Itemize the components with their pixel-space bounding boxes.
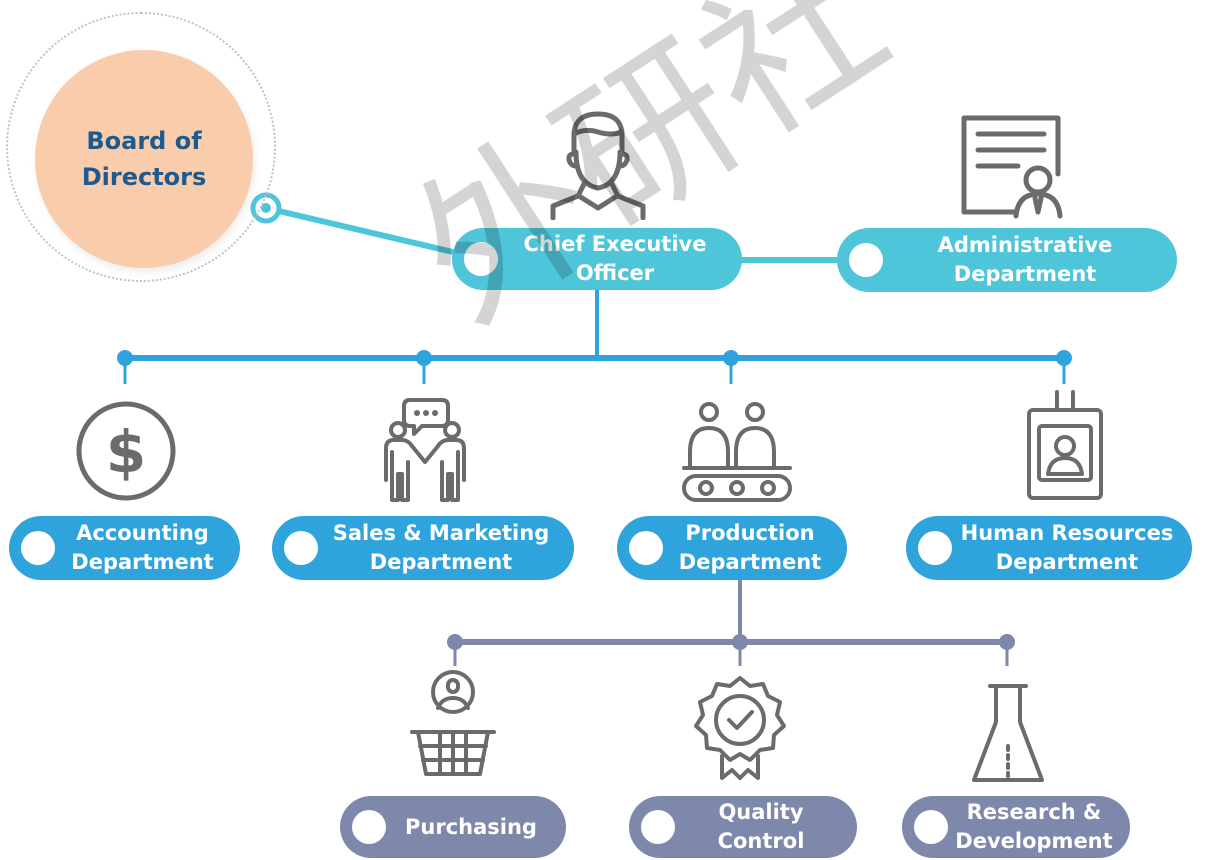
quality-control-bullet [641, 810, 675, 844]
research-development-label-line2: Development [955, 829, 1113, 853]
quality-control-label-line1: Quality [718, 800, 804, 824]
research-development-pill: Research & Development [902, 796, 1130, 858]
administrative-department-pill: Administrative Department [837, 228, 1177, 292]
sales-marketing-bullet [284, 531, 318, 565]
sales-marketing-label-line1: Sales & Marketing [332, 521, 550, 545]
accounting-department-pill: Accounting Department [9, 516, 240, 580]
administrative-bullet [849, 243, 883, 277]
ceo-bullet [464, 242, 498, 276]
board-label-line1: Board of [86, 127, 202, 155]
dollar-icon: $ [76, 401, 176, 501]
accounting-label-line2: Department [71, 550, 214, 574]
board-label-line2: Directors [81, 163, 207, 191]
purchasing-pill: Purchasing [340, 796, 566, 858]
quality-seal-icon [694, 676, 786, 780]
administrative-label-line1: Administrative [937, 233, 1113, 257]
id-badge-icon [1027, 390, 1103, 500]
human-resources-department-pill: Human Resources Department [906, 516, 1192, 580]
production-label-line2: Department [678, 550, 822, 574]
quality-control-label-line2: Control [717, 829, 805, 853]
ceo-pill: Chief Executive Officer [452, 228, 742, 290]
administrative-label-line2: Department [953, 262, 1097, 286]
conveyor-workers-icon [682, 402, 792, 502]
handshake-chat-icon [384, 398, 466, 502]
board-dotted-ring [6, 12, 276, 282]
purchasing-label-line1: Purchasing [405, 814, 537, 839]
svg-text:$: $ [106, 418, 146, 486]
ceo-label-line1: Chief Executive [523, 232, 707, 256]
sales-marketing-label-line2: Department [369, 550, 513, 574]
production-department-pill: Production Department [617, 516, 847, 580]
production-label-line1: Production [685, 521, 815, 545]
ceo-label-line2: Officer [575, 261, 655, 285]
human-resources-bullet [918, 531, 952, 565]
quality-control-pill: Quality Control [629, 796, 857, 858]
research-development-bullet [914, 810, 948, 844]
certificate-document-icon [961, 115, 1063, 219]
human-resources-label-line2: Department [995, 550, 1139, 574]
shopping-basket-person-icon [410, 670, 496, 776]
research-development-label-line1: Research & [966, 800, 1102, 824]
executive-person-icon [550, 111, 646, 220]
purchasing-bullet [352, 810, 386, 844]
board-ceo-connector [265, 205, 471, 259]
accounting-bullet [21, 531, 55, 565]
board-of-directors-node: Board of Directors [35, 50, 253, 268]
accounting-label-line1: Accounting [76, 521, 209, 545]
sales-marketing-department-pill: Sales & Marketing Department [272, 516, 574, 580]
human-resources-label-line1: Human Resources [960, 521, 1174, 545]
lab-flask-icon [972, 684, 1044, 782]
production-bullet [629, 531, 663, 565]
